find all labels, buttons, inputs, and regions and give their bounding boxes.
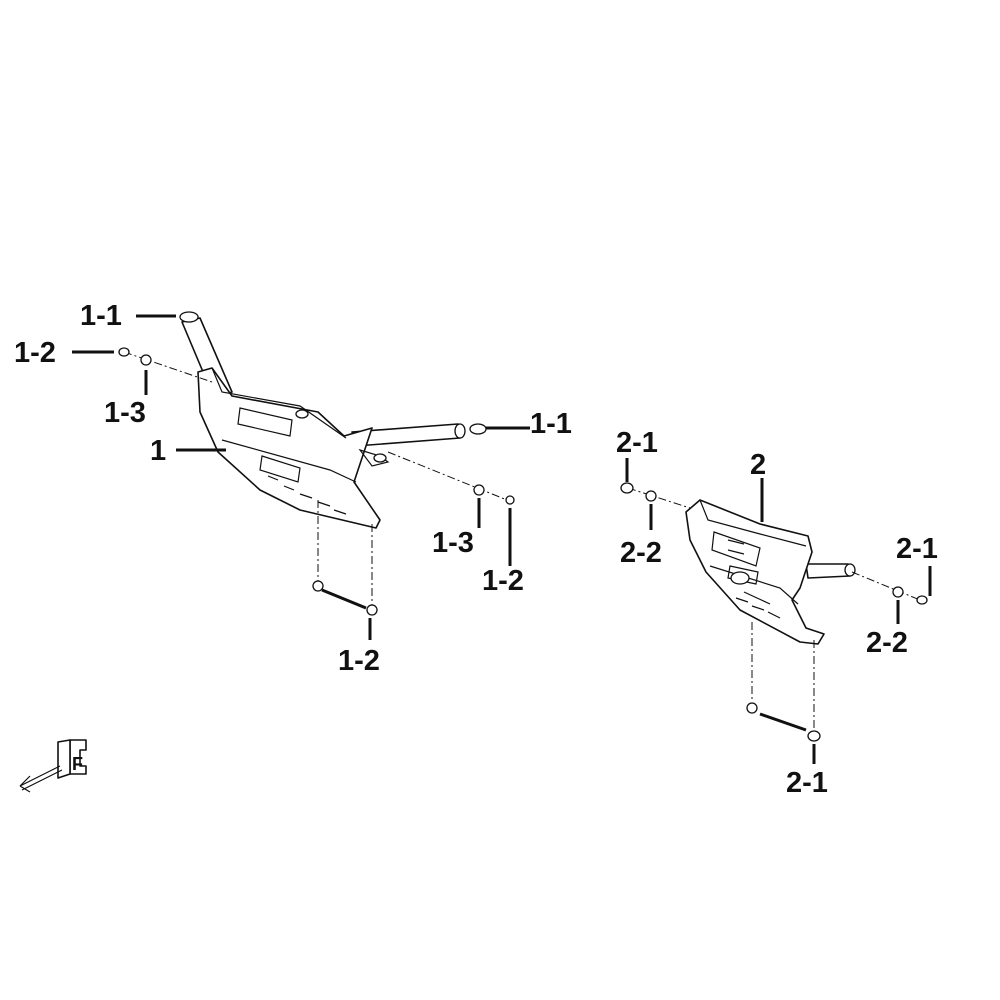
callout-1-1-right: 1-1 [530, 408, 572, 440]
assembly-1-center-lines [123, 351, 513, 606]
callout-1-1-top: 1-1 [80, 300, 122, 332]
washer-icon [645, 490, 657, 502]
guard-top-face-2 [699, 499, 807, 547]
guard-top-face-1 [211, 367, 347, 439]
assembly-1-leader-lines [72, 314, 530, 640]
callout-2-2-right: 2-2 [866, 627, 908, 659]
guard-holes-2 [735, 591, 781, 619]
bolt-icon [916, 595, 928, 605]
assembly-2-center-lines [627, 487, 921, 730]
callout-1-2-right: 1-2 [482, 565, 524, 597]
tube-end-2 [844, 563, 856, 577]
washer-icon [892, 586, 904, 598]
callout-1-2-left: 1-2 [14, 337, 56, 369]
bolt-icon [620, 482, 634, 494]
side-tube-2 [805, 563, 851, 579]
callout-2-1-bottom: 2-1 [786, 767, 828, 799]
washer-icon [140, 354, 152, 366]
guard-skid-1 [221, 439, 357, 483]
assembly-1-hardware [118, 347, 515, 616]
guard-body-2 [685, 499, 825, 645]
front-direction-arrow-icon: F [19, 739, 87, 793]
callout-1-3-left: 1-3 [104, 397, 146, 429]
callout-2-1-right: 2-1 [896, 533, 938, 565]
guard-slot-1 [237, 407, 293, 437]
bolt-icon [118, 347, 130, 357]
assembly-2-leader-lines [625, 458, 932, 764]
guard-holes-1 [267, 475, 347, 515]
callout-2-1-left: 2-1 [616, 427, 658, 459]
callout-1-3-right: 1-3 [432, 527, 474, 559]
callout-1: 1 [150, 435, 166, 467]
tube-end-1-right [469, 423, 487, 435]
guard-body-1 [197, 367, 381, 529]
guard-nut-1 [295, 409, 309, 419]
assembly-2-hardware [620, 482, 928, 742]
tube-cap-1-right [454, 423, 466, 439]
assembly-2-labels: 2-1 2 2-2 2-1 2-2 2-1 [616, 427, 938, 799]
bolt-icon [807, 730, 821, 742]
guard-bracket-1 [358, 448, 390, 467]
guard-slot-2 [711, 531, 761, 567]
assembly-1-labels: 1-1 1-2 1-3 1 1-1 1-3 1-2 1-2 [14, 300, 572, 677]
washer-icon [473, 484, 485, 496]
bumper-assembly-1 [179, 311, 487, 529]
callout-2-2-left: 2-2 [620, 537, 662, 569]
direction-marker-label: F [72, 754, 83, 774]
bolt-icon [505, 495, 515, 505]
guard-nut-1b [373, 453, 387, 463]
bumper-assembly-2 [685, 499, 856, 645]
callout-2: 2 [750, 449, 766, 481]
bolt-icon [366, 604, 378, 616]
guard-nut-2 [730, 571, 750, 585]
tube-cap-1 [179, 311, 199, 323]
bolt-icon [312, 580, 324, 592]
bolt-icon [746, 702, 758, 714]
callout-1-2-bottom: 1-2 [338, 645, 380, 677]
